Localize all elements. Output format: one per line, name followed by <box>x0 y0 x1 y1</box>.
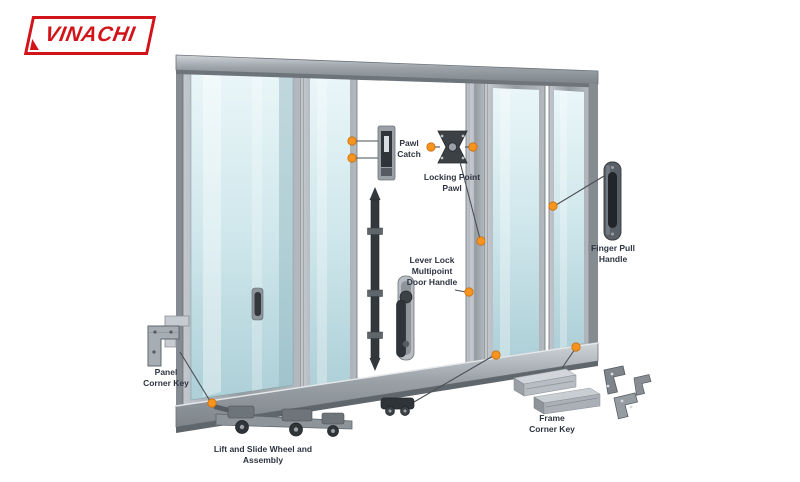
label-pawl-catch: Pawl Catch <box>397 138 421 160</box>
right-jamb <box>589 83 598 349</box>
label-locking-point-pawl: Locking Point Pawl <box>423 172 481 194</box>
glass-panel-3 <box>486 78 546 371</box>
multipoint-rod-part <box>367 187 383 371</box>
pawl-catch-part <box>377 125 396 181</box>
lift-slide-assembly-part <box>214 404 353 437</box>
panel-latch-handle <box>251 287 264 321</box>
label-panel-corner-key: Panel Corner Key <box>143 367 189 389</box>
locking-point-pawl-part <box>437 130 468 164</box>
glass-panel-2 <box>302 66 358 402</box>
label-finger-pull-handle: Finger Pull Handle <box>591 243 635 265</box>
label-frame-corner-key: Frame Corner Key <box>529 413 575 435</box>
label-lift-and-slide-wheel-and-assembly: Lift and Slide Wheel and Assembly <box>213 444 313 466</box>
callout-dots <box>207 136 581 408</box>
panel-corner-key-part <box>147 315 190 367</box>
bottom-track <box>175 342 599 433</box>
lever-handle-part <box>396 275 415 361</box>
lock-stile <box>465 75 486 381</box>
finger-pull-part <box>603 161 622 241</box>
glass-panel-4 <box>548 80 590 360</box>
label-lever-lock-multipoint-door-handle: Lever Lock Multipoint Door Handle <box>406 255 458 288</box>
roller-bogie-part <box>380 397 415 416</box>
frame-corner-key-parts <box>513 365 652 420</box>
door-unit <box>175 54 599 433</box>
glass-panel-1 <box>182 61 302 413</box>
callout-lines <box>179 140 605 403</box>
